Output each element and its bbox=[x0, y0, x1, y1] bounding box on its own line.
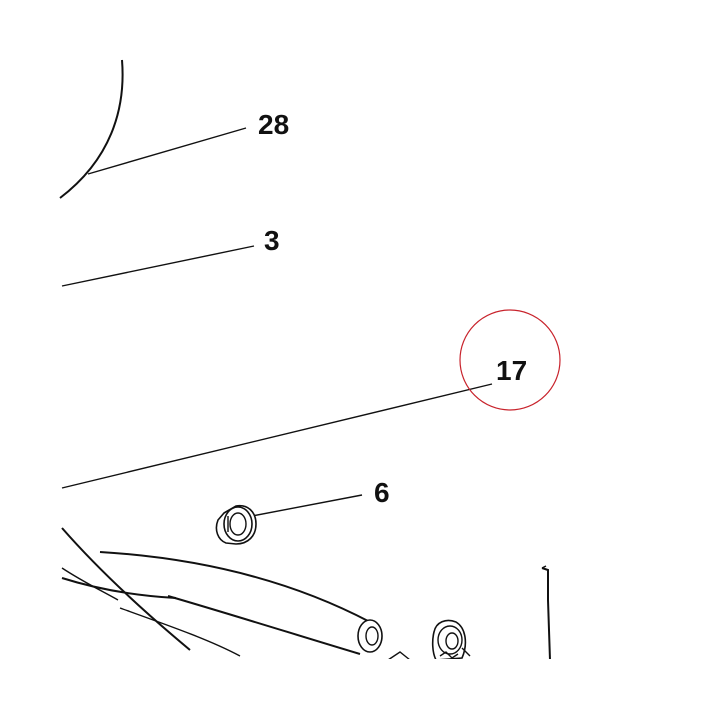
right-frame-bracket bbox=[541, 565, 551, 661]
outer-hose-curve bbox=[61, 527, 191, 651]
callout-label-6: 6 bbox=[374, 477, 390, 508]
callout-label-17: 17 bbox=[496, 355, 527, 386]
bushing-part-lower bbox=[431, 619, 471, 661]
bracket-fragment bbox=[387, 651, 411, 661]
leader-line-3 bbox=[61, 245, 255, 287]
leader-line-28 bbox=[87, 127, 247, 175]
highlight-circle-17 bbox=[459, 309, 561, 411]
callout-label-28: 28 bbox=[258, 109, 289, 140]
outer-hose-curve-inner bbox=[61, 567, 119, 601]
lower-frame-line bbox=[119, 607, 241, 657]
leader-line-17 bbox=[61, 383, 493, 489]
callout-label-3: 3 bbox=[264, 225, 280, 256]
tube-part bbox=[61, 551, 383, 655]
housing-edge-curve bbox=[59, 59, 124, 199]
leader-line-6 bbox=[251, 494, 363, 517]
bushing-part-6 bbox=[215, 504, 257, 545]
